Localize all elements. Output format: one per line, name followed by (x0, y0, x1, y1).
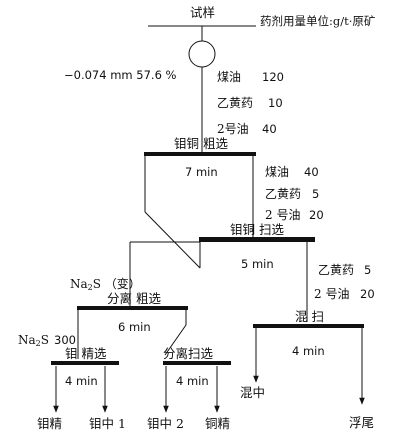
mo-middling2-product: 钼中 2 (147, 416, 184, 431)
reagent-dose: 20 (360, 287, 375, 301)
reagent-name: 乙黄药 (217, 96, 254, 110)
reagent-dose: 120 (262, 70, 284, 84)
reagent-name: 煤油 (265, 165, 290, 179)
separation-label: 分离 粗选 (107, 291, 161, 306)
scavenger-bar (199, 237, 315, 242)
mixed-scavenger-bar (253, 324, 364, 328)
unit-note: 药剂用量单位:g/t·原矿 (260, 14, 376, 28)
reagent-name: 乙黄药 (318, 263, 355, 277)
reagent-dose: 5 (364, 263, 372, 277)
sample-label: 试样 (190, 5, 216, 20)
rougher-label: 钼铜 粗选 (174, 136, 228, 151)
scavenger-label: 钼铜 扫选 (230, 222, 284, 237)
cleaner-time: 4 min (65, 374, 98, 388)
reagent-name: 乙黄药 (265, 187, 302, 201)
mo-concentrate-product: 钼精 (37, 416, 63, 431)
reagent-dose: 40 (262, 122, 277, 136)
cu-concentrate-product: 铜精 (205, 416, 231, 431)
scavenger-time: 5 min (241, 257, 274, 271)
cleaner-reagent: Na2S (18, 333, 49, 348)
sep-tail-diag (164, 324, 187, 356)
reagent-name: 2号油 (217, 122, 249, 136)
grinding-circle (188, 40, 216, 68)
reagent-name: 2 号油 (265, 208, 301, 222)
rougher-time: 7 min (185, 165, 218, 179)
reagent-name: 煤油 (217, 70, 242, 84)
tailings-product: 浮尾 (349, 415, 375, 430)
reagent-dose: 5 (312, 187, 320, 201)
mixed-middling-product: 混中 (240, 385, 266, 400)
cleaner-reagent-dose: 300 (54, 333, 76, 347)
mixed-scavenger-label: 混 扫 (295, 309, 324, 324)
mo-middling1-product: 钼中 1 (89, 416, 126, 431)
rougher-diag-line (144, 211, 201, 269)
mixed-scavenger-time: 4 min (292, 344, 325, 358)
sep-scavenger-label: 分离扫选 (163, 346, 214, 361)
reagent-dose: 10 (268, 96, 283, 110)
cleaner-bar (51, 361, 119, 365)
cleaner-label: 钼 精选 (65, 346, 107, 361)
grinding-fineness: −0.074 mm 57.6 % (64, 68, 177, 82)
reagent-dose: 40 (304, 165, 319, 179)
separation-time: 6 min (118, 320, 151, 334)
reagent-name: 2 号油 (314, 287, 350, 301)
separation-bar (77, 306, 188, 310)
sep-scavenger-time: 4 min (176, 374, 209, 388)
rougher-bar (144, 152, 256, 156)
reagent-dose: 20 (309, 208, 324, 222)
sep-scavenger-bar (163, 361, 231, 365)
separation-reagent: Na2S （变） (70, 277, 141, 292)
